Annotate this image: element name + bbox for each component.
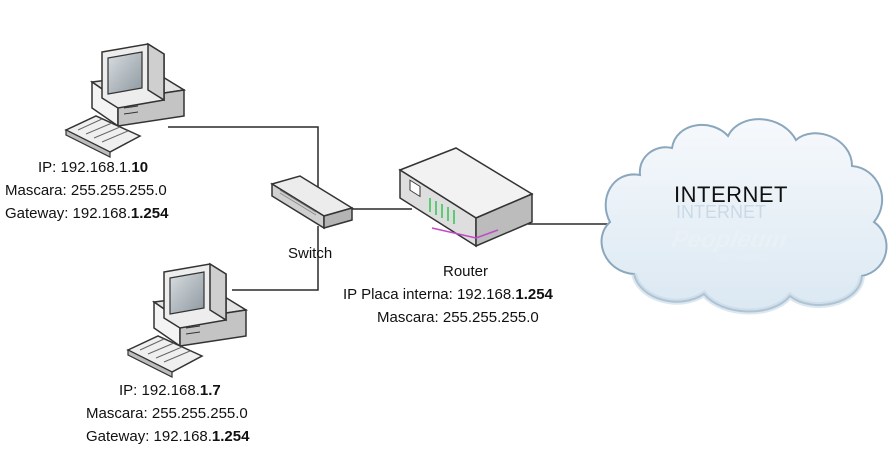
connection-lines (168, 126, 612, 291)
watermark-subtitle: NETWORKS (716, 253, 769, 263)
router-lights (429, 198, 455, 224)
router-ip-text: IP Placa interna: 192.168. (343, 286, 516, 303)
internet-cloud (600, 118, 888, 315)
switch-icon (270, 175, 354, 230)
pc-bottom-ip-label: IP: 192.168.1.7 (119, 381, 221, 401)
pc-top-gateway-label: Gateway: 192.168.1.254 (5, 204, 168, 224)
pc-top-mask-label: Mascara: 255.255.255.0 (5, 182, 167, 199)
switch-label: Switch (288, 245, 333, 262)
router-icon (398, 147, 534, 248)
computer-icon (126, 262, 249, 378)
pc-top-ip-text: IP: 192.168.1. (38, 159, 132, 176)
pc-bottom-mask-label: Mascara: 255.255.255.0 (86, 405, 248, 422)
internet-ghost-label: INTERNET (676, 202, 766, 222)
pc-top (64, 42, 187, 158)
router-ip-label: IP Placa interna: 192.168.1.254 (343, 285, 553, 305)
watermark-logo: Peopleum (669, 226, 790, 253)
router-ip-host: 1.254 (515, 286, 553, 303)
pc-bottom-gateway-label: Gateway: 192.168.1.254 (86, 427, 249, 447)
pc-bottom-gateway-text: Gateway: 192.168. (86, 428, 212, 445)
pc-bottom-gateway-host: 1.254 (211, 428, 250, 445)
link-pc-top-to-switch (168, 126, 319, 196)
internet-label: INTERNET (674, 182, 788, 207)
pc-bottom (126, 262, 249, 378)
pc-top-gateway-host: 1.254 (130, 205, 169, 222)
computer-icon (64, 42, 187, 158)
pc-bottom-ip-text: IP: 192.168. (119, 382, 200, 399)
pc-top-ip-host: 10 (131, 159, 149, 176)
router-label: Router (443, 263, 489, 280)
router-mask-label: Mascara: 255.255.255.0 (377, 309, 539, 326)
pc-bottom-ip-host: 1.7 (199, 382, 221, 399)
pc-top-gateway-text: Gateway: 192.168. (5, 205, 131, 222)
pc-top-ip-label: IP: 192.168.1.10 (38, 158, 148, 178)
link-pc-bottom-to-switch (232, 226, 319, 291)
